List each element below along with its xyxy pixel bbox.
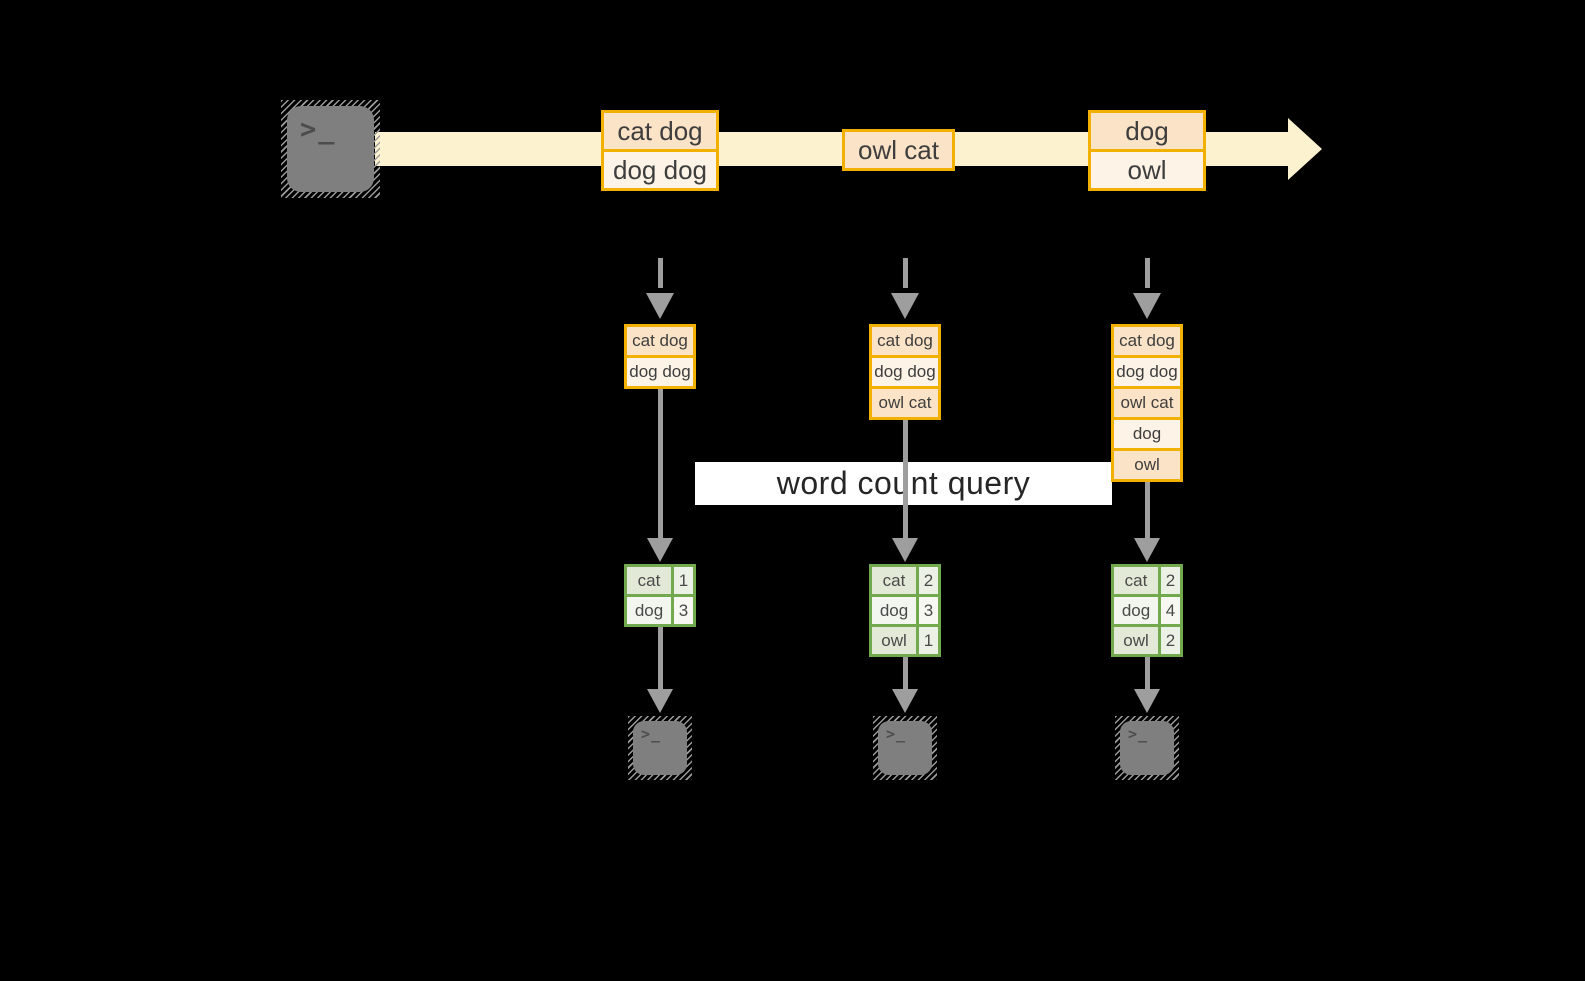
query-arrowhead-icon: [892, 538, 918, 562]
query-arrow-segment: [903, 418, 908, 539]
record-row: cat dog: [1114, 327, 1180, 355]
count-word: dog: [872, 597, 916, 624]
output-terminal-icon-1: >_: [628, 716, 692, 780]
terminal-prompt-glyph: >_: [641, 725, 662, 743]
query-arrow-segment: [1145, 480, 1150, 539]
output-arrowhead-icon: [892, 689, 918, 713]
stream-record: owl cat: [845, 132, 952, 168]
terminal-prompt-glyph: >_: [886, 725, 907, 743]
count-word: cat: [872, 567, 916, 594]
count-table-1: cat 1 dog 3: [624, 564, 696, 627]
count-value: 1: [674, 567, 693, 594]
stream-arrowhead-icon: [1288, 118, 1322, 180]
count-value: 3: [674, 597, 693, 624]
record-stack-1: cat dog dog dog: [624, 324, 696, 389]
record-stack-3: cat dog dog dog owl cat dog owl: [1111, 324, 1183, 482]
terminal-screen: >_: [287, 106, 374, 192]
record-row: dog dog: [627, 358, 693, 386]
terminal-screen: >_: [1120, 721, 1174, 775]
terminal-screen: >_: [633, 721, 687, 775]
stream-record: owl: [1091, 152, 1203, 188]
dashed-arrowhead-icon: [891, 293, 919, 319]
dashed-arrow-segment: [1145, 258, 1150, 288]
stream-record-batch-3: dog owl: [1088, 110, 1206, 191]
record-stack-2: cat dog dog dog owl cat: [869, 324, 941, 420]
stream-record: dog dog: [604, 152, 716, 188]
count-value: 4: [1161, 597, 1180, 624]
record-row: owl cat: [872, 389, 938, 417]
terminal-screen: >_: [878, 721, 932, 775]
count-value: 2: [1161, 627, 1180, 654]
count-value: 2: [1161, 567, 1180, 594]
count-word: owl: [872, 627, 916, 654]
count-table-3: cat 2 dog 4 owl 2: [1111, 564, 1183, 657]
count-value: 1: [919, 627, 938, 654]
query-arrow-segment: [658, 387, 663, 539]
record-row: dog dog: [1114, 358, 1180, 386]
count-word: dog: [1114, 597, 1158, 624]
dashed-arrowhead-icon: [1133, 293, 1161, 319]
dashed-arrowhead-icon: [646, 293, 674, 319]
count-word: cat: [1114, 567, 1158, 594]
count-value: 3: [919, 597, 938, 624]
count-table-2: cat 2 dog 3 owl 1: [869, 564, 941, 657]
query-arrowhead-icon: [647, 538, 673, 562]
terminal-prompt-glyph: >_: [300, 114, 337, 145]
output-arrow-segment: [658, 625, 663, 691]
count-word: dog: [627, 597, 671, 624]
output-arrow-segment: [1145, 655, 1150, 691]
source-terminal-icon: >_: [281, 100, 380, 198]
count-word: owl: [1114, 627, 1158, 654]
dashed-arrow-segment: [658, 258, 663, 288]
record-row: dog dog: [872, 358, 938, 386]
output-arrowhead-icon: [1134, 689, 1160, 713]
record-row: dog: [1114, 420, 1180, 448]
count-value: 2: [919, 567, 938, 594]
output-arrow-segment: [903, 655, 908, 691]
terminal-prompt-glyph: >_: [1128, 725, 1149, 743]
stream-record: cat dog: [604, 113, 716, 149]
stream-record-batch-1: cat dog dog dog: [601, 110, 719, 191]
output-terminal-icon-3: >_: [1115, 716, 1179, 780]
stream-record: dog: [1091, 113, 1203, 149]
stream-record-batch-2: owl cat: [842, 129, 955, 171]
record-row: owl cat: [1114, 389, 1180, 417]
record-row: owl: [1114, 451, 1180, 479]
record-row: cat dog: [627, 327, 693, 355]
query-arrowhead-icon: [1134, 538, 1160, 562]
dashed-arrow-segment: [903, 258, 908, 288]
output-terminal-icon-2: >_: [873, 716, 937, 780]
count-word: cat: [627, 567, 671, 594]
output-arrowhead-icon: [647, 689, 673, 713]
record-row: cat dog: [872, 327, 938, 355]
